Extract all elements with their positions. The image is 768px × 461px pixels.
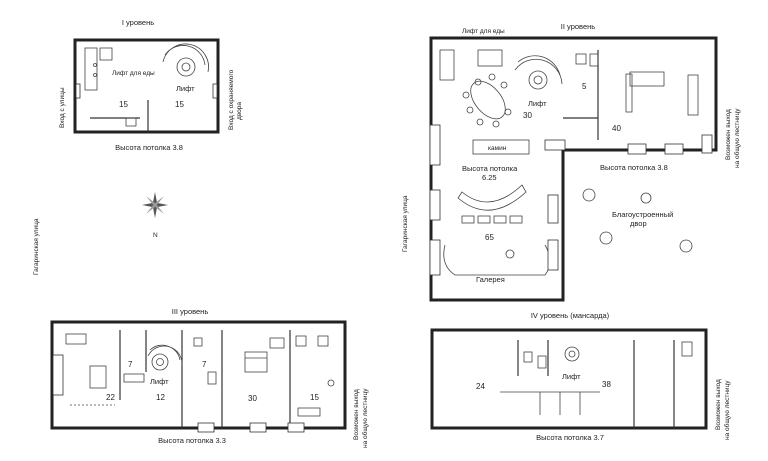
level-3-area-12: 12 [156,393,165,402]
level-2-ceiling-hall-2: 6.25 [482,173,497,182]
yard-trees [582,188,693,253]
level-1-lift: Лифт [176,84,195,93]
street-label-right: Гагаринская улица [402,195,409,252]
level-2-lift-food: Лифт для еды [462,28,505,35]
level-4-area-38: 38 [602,380,611,389]
curved-sofa [457,184,527,211]
level-1-ceiling: Высота потолка 3.8 [115,143,183,152]
level-4-plan: IV уровень (мансарда) Лифт 24 38 Высота … [430,311,731,442]
level-4-exit-1: Возможен выход [715,379,722,430]
food-lift-box [477,49,503,67]
lift-shaft [528,70,548,90]
street-label-left: Гагаринская улица [33,218,40,275]
level-2-ceiling: Высота потолка 3.8 [600,163,668,172]
level-1-plan: I уровень Лифт для еды Лифт 15 15 Вход с… [59,18,243,152]
compass: N [142,192,168,239]
level-1-area-left: 15 [119,100,128,109]
level-1-entrance-yard-1: Вход с охраняемого [228,69,235,130]
kitchen-counter [84,47,98,91]
level-1-title: I уровень [122,18,154,27]
level-4-lift: Лифт [562,372,581,381]
level-3-walls [50,320,347,430]
food-lift-box [99,47,113,61]
level-3-ceiling: Высота потолка 3.3 [158,436,226,445]
level-4-exit-2: на общую лестницу [723,380,731,440]
lift-shaft [564,346,580,362]
level-3-exit-1: Возможен выход [353,389,360,440]
level-1-entrance-street: Вход с улицы [59,87,66,128]
level-2-lift: Лифт [528,99,547,108]
level-2-area-65: 65 [485,233,494,242]
dining-table [470,80,506,120]
level-1-entrance-yard-2: двора [236,102,243,120]
level-2-plan: II уровень Лифт для еды Лифт 30 5 40 кам… [429,22,741,302]
gallery-wall [443,244,551,276]
level-3-area-22: 22 [106,393,115,402]
level-2-title: II уровень [561,22,595,31]
spiral-stair [147,344,183,367]
level-2-yard-1: Благоустроенный [612,210,673,219]
level-1-lift-food: Лифт для еды [112,70,155,77]
level-4-title: IV уровень (мансарда) [531,311,610,320]
level-2-area-40: 40 [612,124,621,133]
level-3-lift: Лифт [150,377,169,386]
level-4-ceiling: Высота потолка 3.7 [536,433,604,442]
level-3-area-30: 30 [248,394,257,403]
level-1-walls [73,38,220,134]
spiral-stair [514,55,563,85]
level-3-area-7a: 7 [128,360,133,369]
level-3-area-7b: 7 [202,360,207,369]
lift-shaft [176,57,196,77]
spiral-stair [162,43,209,73]
level-2-fireplace: камин [488,145,507,152]
level-2-gallery: Галерея [476,275,505,284]
level-2-area-30: 30 [523,111,532,120]
level-2-exit-1: Возможен выход [725,109,732,160]
level-4-walls [430,328,708,430]
bed [244,351,268,373]
sofa [89,365,107,389]
level-4-area-24: 24 [476,382,485,391]
roof-beams [500,391,600,415]
level-2-area-5: 5 [582,82,587,91]
level-2-exit-2: на общую лестницу [733,108,741,168]
fireplace [472,139,530,155]
level-3-title: III уровень [172,307,209,316]
level-2-yard-2: двор [630,219,647,228]
level-3-exit-2: на общую лестницу [361,388,369,448]
level-3-area-15: 15 [310,393,319,402]
lift-shaft [151,353,169,371]
level-1-area-right: 15 [175,100,184,109]
level-2-ceiling-hall-1: Высота потолка [462,164,518,173]
compass-n: N [153,232,158,239]
level-3-plan: III уровень 7 Лифт 22 12 7 30 15 Высота … [50,307,369,448]
